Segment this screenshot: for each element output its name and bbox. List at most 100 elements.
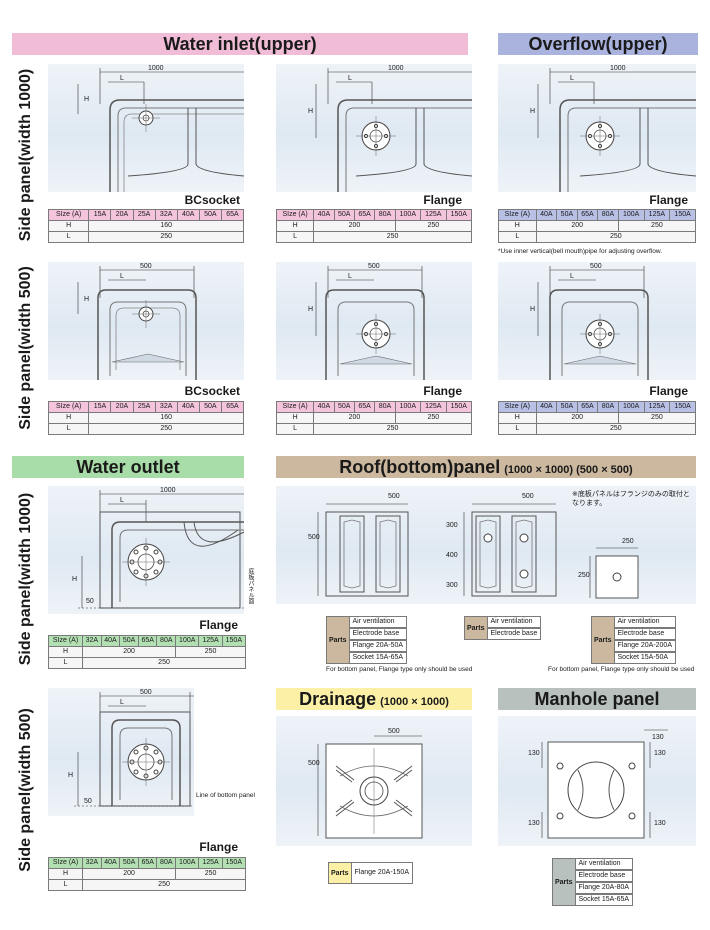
dim-400: 400: [446, 552, 458, 559]
dim-h: H: [308, 306, 314, 313]
dim-500: 500: [308, 534, 320, 541]
connection-label-bcsocket: BCsocket: [184, 193, 240, 207]
table-cell: H: [47, 220, 90, 232]
panel-drawing: [315, 68, 472, 192]
dim-50: 50: [84, 798, 92, 805]
drawing-overflow-500: 500 L H: [498, 262, 696, 380]
table-cell: 40A: [176, 401, 200, 413]
water-inlet-header: Water inlet(upper): [12, 33, 468, 55]
dim-h: H: [84, 96, 90, 103]
parts-item: Air ventilation: [614, 616, 676, 628]
roof-bottom-note: For bottom panel, Flange type only shoul…: [326, 666, 473, 673]
table-cell: H: [498, 412, 537, 424]
table-cell: 150A: [445, 401, 472, 413]
table-cell: 250: [617, 220, 697, 232]
panel-drawing: [78, 490, 244, 609]
table-cell: 100A: [394, 401, 422, 413]
roof-panel-header: Roof(bottom)panel(1000 × 1000) (500 × 50…: [276, 456, 696, 478]
dim-l: L: [348, 273, 352, 280]
table-cell: L: [275, 231, 315, 243]
table-cell: 200: [82, 646, 177, 658]
table-cell: 150A: [445, 209, 472, 221]
dim-h: H: [530, 306, 536, 313]
parts-item: Air ventilation: [349, 616, 408, 628]
dim-l: L: [120, 273, 124, 280]
parts-item: Air ventilation: [575, 858, 634, 870]
table-cell: 40A: [176, 209, 200, 221]
table-cell: 250: [88, 231, 244, 243]
dim-l: L: [120, 699, 124, 706]
drawing-inlet-bc-1000: 1000 L H: [48, 64, 244, 192]
table-cell: 20A: [110, 209, 134, 221]
parts-label: Parts: [464, 616, 488, 640]
table-cell: 65A: [576, 401, 599, 413]
dim-50: 50: [86, 598, 94, 605]
table-cell: 100A: [175, 857, 200, 869]
dim-h: H: [84, 296, 90, 303]
dim-500: 500: [388, 728, 400, 735]
table-cell: 150A: [669, 401, 696, 413]
dim-l: L: [570, 75, 574, 82]
table-cell: 80A: [597, 401, 619, 413]
side-label-1000-a: Side panel(width 1000): [12, 60, 40, 250]
water-outlet-title: Water outlet: [76, 457, 180, 477]
side-label-text: Side panel(width 1000): [17, 492, 35, 666]
table-cell: 200: [82, 868, 177, 880]
dim-130: 130: [654, 820, 666, 827]
table-cell: 65A: [137, 635, 158, 647]
parts-item: Air ventilation: [487, 616, 542, 628]
water-inlet-title: Water inlet(upper): [163, 34, 317, 54]
table-cell: 65A: [220, 209, 245, 221]
table-cell: SIze (A): [498, 401, 537, 413]
table-cell: 250: [394, 412, 473, 424]
side-label-500-a: Side panel(width 500): [12, 258, 40, 438]
table-cell: 50A: [333, 401, 355, 413]
table-cell: H: [47, 868, 84, 880]
table-cell: 250: [313, 231, 472, 243]
dim-130: 130: [652, 734, 664, 741]
table-cell: 50A: [198, 401, 222, 413]
parts-item: Electrode base: [575, 870, 634, 882]
table-cell: 32A: [82, 857, 102, 869]
connection-label-flange: Flange: [423, 384, 462, 398]
table-cell: 40A: [535, 209, 558, 221]
table-cell: L: [498, 231, 537, 243]
table-cell: 250: [394, 220, 473, 232]
table-cell: SIze (A): [47, 401, 90, 413]
roof-panel-subtitle: (1000 × 1000) (500 × 500): [504, 464, 633, 476]
side-label-text: Side panel(width 500): [17, 708, 34, 872]
table-cell: 250: [82, 657, 246, 669]
table-cell: 125A: [198, 635, 223, 647]
table-cell: SIze (A): [275, 401, 315, 413]
table-cell: 25A: [132, 401, 156, 413]
manhole-header: Manhole panel: [498, 688, 696, 710]
panel-drawing: [537, 68, 696, 192]
dim-500: 500: [368, 263, 380, 270]
parts-item: Electrode base: [349, 628, 408, 640]
bottom-line-note: Line of bottom panel: [196, 792, 255, 799]
table-cell: 15A: [88, 401, 112, 413]
parts-item: Socket 15A-50A: [614, 652, 676, 664]
table-cell: 50A: [333, 209, 355, 221]
table-cell: H: [47, 646, 84, 658]
table-cell: 40A: [313, 401, 335, 413]
parts-item: Flange 20A-150A: [351, 862, 413, 884]
dim-h: H: [308, 108, 314, 115]
overflow-header: Overflow(upper): [498, 33, 698, 55]
table-cell: 200: [535, 412, 619, 424]
table-cell: 80A: [374, 209, 396, 221]
table-cell: SIze (A): [498, 209, 537, 221]
dim-h: H: [530, 108, 536, 115]
table-cell: L: [47, 657, 84, 669]
table-cell: SIze (A): [275, 209, 315, 221]
table-cell: 100A: [394, 209, 422, 221]
panel-drawing: [315, 266, 425, 380]
parts-item: Flange 20A-50A: [349, 640, 408, 652]
dim-300: 300: [446, 522, 458, 529]
table-cell: L: [498, 423, 537, 435]
table-cell: 40A: [100, 635, 121, 647]
drainage-title: Drainage: [299, 689, 377, 709]
table-cell: 32A: [154, 209, 178, 221]
table-cell: 125A: [420, 401, 447, 413]
